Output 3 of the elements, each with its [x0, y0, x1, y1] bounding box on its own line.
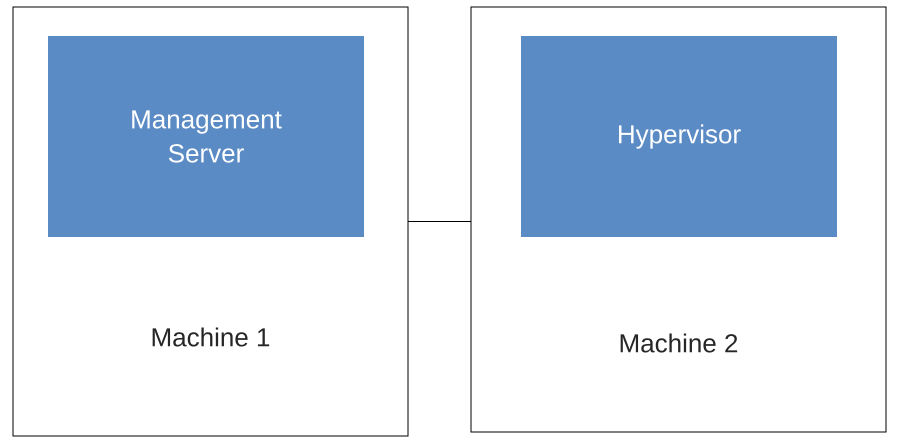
- server-box: Hypervisor: [521, 36, 837, 237]
- connector-line: [408, 221, 471, 222]
- server-box: Management Server: [48, 36, 364, 237]
